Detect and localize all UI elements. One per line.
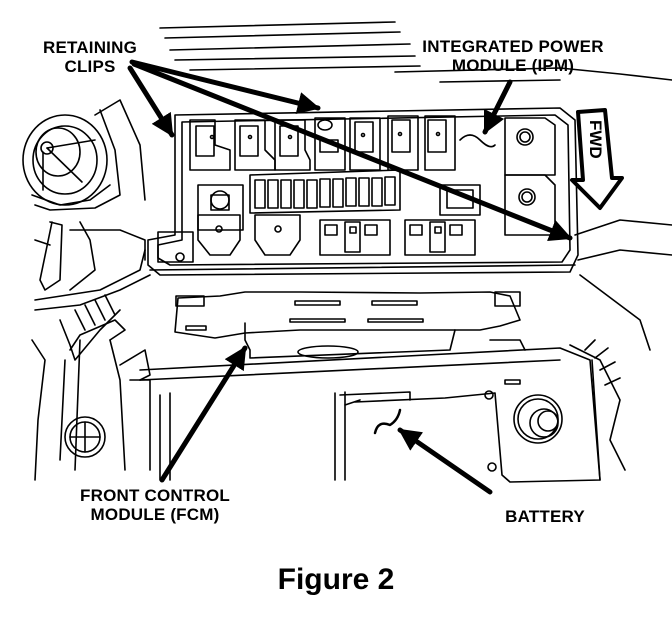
retaining-clip-leader-3 xyxy=(131,61,573,241)
fcm-label: FRONT CONTROL MODULE (FCM) xyxy=(60,486,250,524)
hood-lines xyxy=(159,21,672,83)
battery xyxy=(354,339,626,483)
left-components xyxy=(22,99,151,481)
ipm-label-line2: MODULE (IPM) xyxy=(451,56,575,75)
ipm-housing xyxy=(147,107,579,276)
ipm-label: INTEGRATED POWER MODULE (IPM) xyxy=(398,37,628,75)
fcm-module xyxy=(174,291,526,359)
figure-caption: Figure 2 xyxy=(277,563,395,596)
fcm-label-line2: MODULE (FCM) xyxy=(90,505,220,524)
battery-tray xyxy=(139,347,601,481)
ipm-label-line1: INTEGRATED POWER xyxy=(422,37,604,56)
retaining-clip-leader-2 xyxy=(129,59,321,115)
retaining-clip-leader-1 xyxy=(127,65,175,138)
battery-label: BATTERY xyxy=(505,507,585,526)
battery-leader xyxy=(397,427,493,495)
fwd-label: FWD xyxy=(586,120,605,159)
right-harness xyxy=(574,219,672,351)
fcm-leader xyxy=(159,345,248,483)
retaining-clips-label: RETAINING CLIPS xyxy=(20,38,160,76)
ipm-right-relays xyxy=(504,117,556,236)
ipm-lower-left xyxy=(157,184,301,263)
forward-direction-arrow: FWD xyxy=(570,108,624,210)
retaining-clips-label-line1: RETAINING xyxy=(42,38,138,57)
retaining-clips-label-line2: CLIPS xyxy=(64,57,116,76)
fuse-strip xyxy=(249,169,401,214)
ipm-leader xyxy=(482,79,513,135)
fcm-label-line1: FRONT CONTROL xyxy=(80,486,230,505)
relay-row xyxy=(189,115,456,171)
